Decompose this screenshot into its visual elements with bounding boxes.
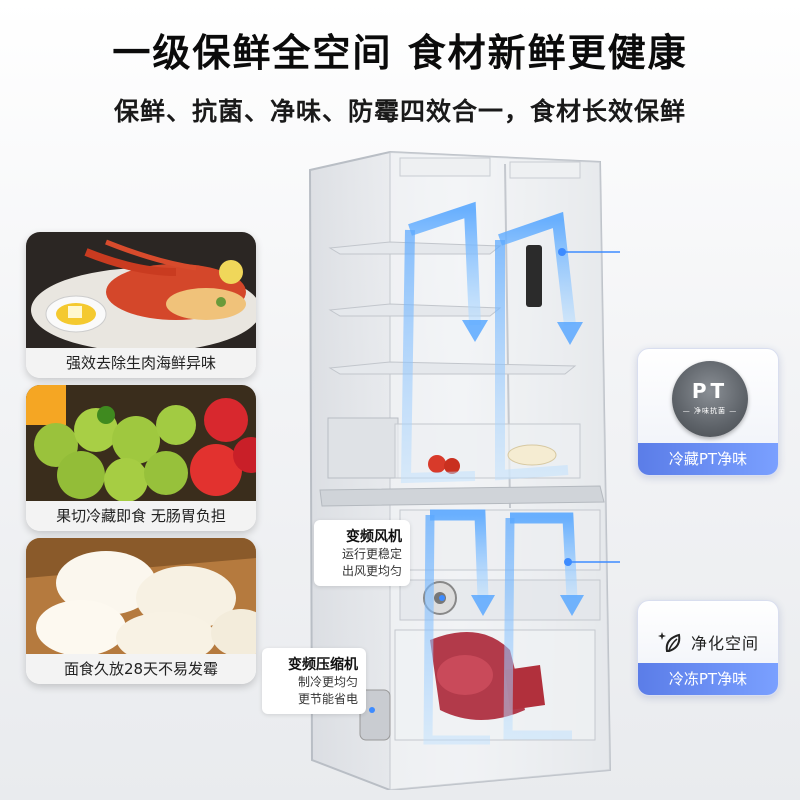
fan-note: 变频风机 运行更稳定 出风更均匀 — [314, 520, 410, 586]
pt-logo-text: PT — [691, 379, 729, 403]
purify-row: 净化空间 — [638, 627, 778, 657]
leaf-sparkle-icon — [657, 632, 681, 652]
compressor-note: 变频压缩机 制冷更均匀 更节能省电 — [262, 648, 366, 714]
purify-text: 净化空间 — [690, 634, 759, 653]
pt-logo-subtext: — 净味抗菌 — — [682, 407, 738, 415]
lobster-image — [26, 232, 256, 348]
fruit-image — [26, 385, 256, 501]
card-caption: 果切冷藏即食 无肠胃负担 — [26, 501, 256, 531]
freezer-pt-label: 冷冻PT净味 — [638, 663, 778, 695]
fridge-pt-label: 冷藏PT净味 — [638, 443, 778, 475]
compressor-title: 变频压缩机 — [288, 657, 358, 673]
fridge-pt-badge: PT — 净味抗菌 — 冷藏PT净味 — [637, 348, 779, 476]
compressor-line2: 更节能省电 — [297, 692, 358, 706]
fan-line2: 出风更均匀 — [341, 564, 402, 578]
headline: 一级保鲜全空间 食材新鲜更健康 — [112, 31, 688, 75]
refrigerator-illustration — [308, 150, 620, 790]
subheadline: 保鲜、抗菌、净味、防霉四效合一，食材长效保鲜 — [113, 97, 686, 126]
pt-logo: PT — 净味抗菌 — — [672, 361, 748, 437]
food-card-buns: 面食久放28天不易发霉 — [26, 538, 256, 684]
compressor-line1: 制冷更均匀 — [297, 675, 358, 689]
card-caption: 面食久放28天不易发霉 — [26, 654, 256, 684]
buns-image — [26, 538, 256, 654]
card-caption: 强效去除生肉海鲜异味 — [26, 348, 256, 378]
freezer-pt-badge: 净化空间 冷冻PT净味 — [637, 600, 779, 696]
food-card-seafood: 强效去除生肉海鲜异味 — [26, 232, 256, 378]
food-card-fruit: 果切冷藏即食 无肠胃负担 — [26, 385, 256, 531]
fan-line1: 运行更稳定 — [341, 547, 402, 561]
fan-title: 变频风机 — [346, 529, 402, 545]
